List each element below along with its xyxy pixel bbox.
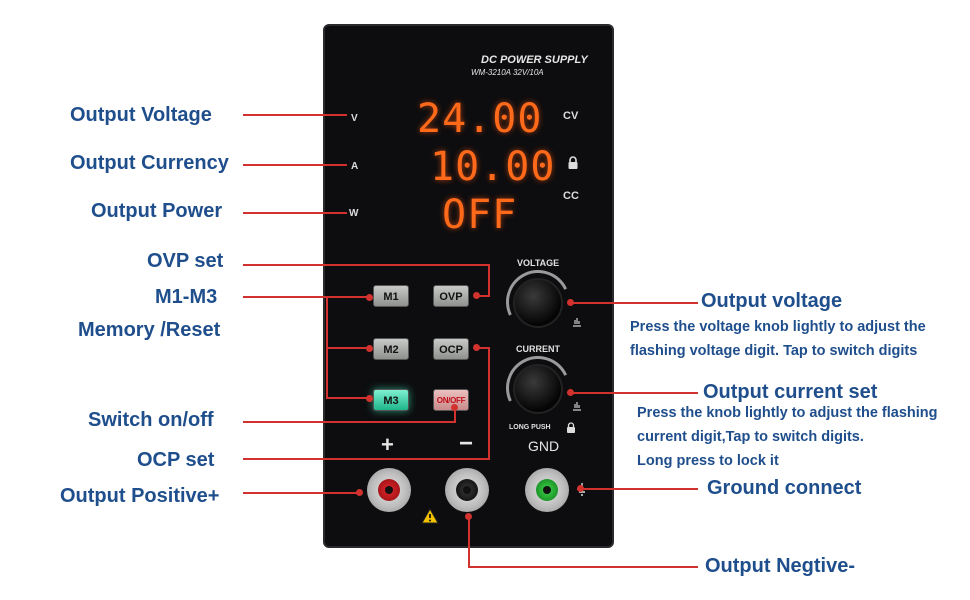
label-output-power: Output Power <box>91 200 223 222</box>
positive-terminal-cap <box>378 479 400 501</box>
callout-line <box>468 566 698 568</box>
callout-line <box>243 458 489 460</box>
callout-line <box>243 421 455 423</box>
callout-line <box>488 264 490 296</box>
label-switch-onoff: Switch on/off <box>88 409 214 431</box>
voltage-knob[interactable] <box>513 278 563 328</box>
current-display: 10.00 <box>430 144 556 190</box>
callout-arrow-head <box>465 513 472 520</box>
power-supply-panel: DC POWER SUPPLY WM-3210A 32V/10A V A W 2… <box>323 24 614 548</box>
callout-line <box>454 408 456 423</box>
label-output-positive: Output Positive+ <box>60 485 220 507</box>
current-knob-label: CURRENT <box>516 344 560 354</box>
callout-line <box>570 392 698 394</box>
callout-line <box>570 302 698 304</box>
callout-arrow-head <box>366 395 373 402</box>
callout-arrow-head <box>567 299 574 306</box>
label-memory-reset: Memory /Reset <box>78 319 221 341</box>
m1-button[interactable]: M1 <box>373 285 409 307</box>
push-hand-icon <box>571 398 583 411</box>
label-output-current-set: Output current set <box>703 381 878 403</box>
callout-arrow-head <box>366 294 373 301</box>
callout-line <box>580 488 698 490</box>
callout-line <box>243 492 360 494</box>
ground-terminal[interactable] <box>525 468 569 512</box>
unit-a: A <box>351 161 359 172</box>
callout-arrow-head <box>473 292 480 299</box>
on-off-button[interactable]: ON/OFF <box>433 389 469 411</box>
callout-line <box>243 114 347 116</box>
voltage-knob-label: VOLTAGE <box>517 258 560 268</box>
current-knob-desc-3: Long press to lock it <box>637 453 779 469</box>
negative-terminal-cap <box>456 479 478 501</box>
callout-arrow-head <box>567 389 574 396</box>
callout-line <box>326 397 371 399</box>
unit-w: W <box>349 208 359 219</box>
voltage-knob-desc-1: Press the voltage knob lightly to adjust… <box>630 319 926 335</box>
callout-line <box>326 347 371 349</box>
callout-arrow-head <box>366 345 373 352</box>
label-output-voltage-knob: Output voltage <box>701 290 843 312</box>
callout-line <box>243 212 347 214</box>
callout-line <box>243 264 489 266</box>
cv-indicator: CV <box>563 110 579 122</box>
ovp-button[interactable]: OVP <box>433 285 469 307</box>
ground-terminal-cap <box>536 479 558 501</box>
gnd-label: GND <box>528 438 560 454</box>
voltage-display: 24.00 <box>417 96 543 142</box>
label-output-voltage: Output Voltage <box>70 104 212 126</box>
callout-line <box>243 164 347 166</box>
current-knob[interactable] <box>513 364 563 414</box>
label-ocp-set: OCP set <box>137 449 215 471</box>
label-ovp-set: OVP set <box>147 250 224 272</box>
callout-line <box>476 295 490 297</box>
ocp-button[interactable]: OCP <box>433 338 469 360</box>
warning-icon <box>421 507 439 524</box>
callout-arrow-head <box>473 344 480 351</box>
model-label: WM-3210A 32V/10A <box>471 68 544 77</box>
callout-line <box>243 296 371 298</box>
label-m1-m3: M1-M3 <box>155 286 218 308</box>
lock-icon <box>567 156 579 170</box>
positive-terminal[interactable] <box>367 468 411 512</box>
current-knob-desc-2: current digit,Tap to switch digits. <box>637 429 864 445</box>
current-knob-desc-1: Press the knob lightly to adjust the fla… <box>637 405 938 421</box>
label-ground-connect: Ground connect <box>707 477 862 499</box>
plus-label: + <box>381 432 394 457</box>
callout-line <box>468 516 470 567</box>
callout-line <box>476 347 490 349</box>
unit-v: V <box>351 113 358 124</box>
negative-terminal[interactable] <box>445 468 489 512</box>
m2-button[interactable]: M2 <box>373 338 409 360</box>
power-display: OFF <box>442 192 518 238</box>
label-output-negative: Output Negtive- <box>705 555 855 577</box>
lock-icon <box>566 421 576 433</box>
callout-arrow-head <box>577 485 584 492</box>
push-hand-icon <box>571 314 583 327</box>
label-output-currency: Output Currency <box>70 152 229 174</box>
callout-arrow-head <box>356 489 363 496</box>
callout-line <box>488 347 490 460</box>
m3-button[interactable]: M3 <box>373 389 409 411</box>
callout-arrow-head <box>451 404 458 411</box>
voltage-knob-desc-2: flashing voltage digit. Tap to switch di… <box>630 343 918 359</box>
brand-title: DC POWER SUPPLY <box>481 54 588 66</box>
long-push-label: LONG PUSH <box>509 424 551 431</box>
minus-label: − <box>459 430 474 457</box>
cc-indicator: CC <box>563 190 579 202</box>
